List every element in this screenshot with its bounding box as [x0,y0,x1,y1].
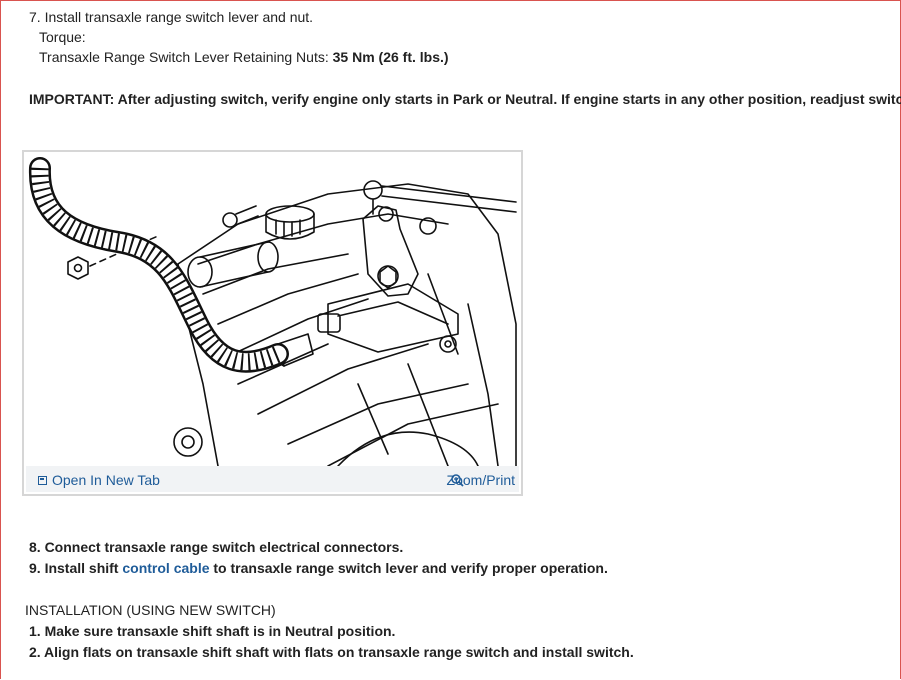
open-in-new-tab-label: Open In New Tab [52,472,160,488]
transaxle-range-switch-diagram [28,157,517,466]
step-9-prefix: 9. Install shift [29,560,119,576]
important-note: IMPORTANT: After adjusting switch, verif… [29,91,901,107]
diagram-figure: Open In New Tab Zoom/Print [22,150,523,496]
installation-step-1: 1. Make sure transaxle shift shaft is in… [29,623,396,639]
magnifier-icon [450,474,464,487]
installation-step-2: 2. Align flats on transaxle shift shaft … [29,644,634,660]
torque-spec: Transaxle Range Switch Lever Retaining N… [39,49,449,65]
torque-label: Torque: [39,29,86,45]
control-cable-link[interactable]: control cable [122,560,210,576]
torque-spec-label: Transaxle Range Switch Lever Retaining N… [39,49,329,65]
step-8: 8. Connect transaxle range switch electr… [29,539,404,555]
step-9: 9. Install shift control cable to transa… [29,560,608,576]
figure-toolbar: Open In New Tab Zoom/Print [26,466,519,492]
zoom-print-label: Zoom/Print [446,472,515,488]
open-tab-icon [38,475,47,485]
open-in-new-tab-link[interactable]: Open In New Tab [38,472,160,488]
step-9-suffix: to transaxle range switch lever and veri… [213,560,608,576]
torque-spec-value: 35 Nm (26 ft. lbs.) [332,49,449,65]
installation-heading: INSTALLATION (USING NEW SWITCH) [25,602,276,618]
step-7: 7. Install transaxle range switch lever … [29,9,314,25]
zoom-print-link[interactable]: Zoom/Print [447,472,515,488]
